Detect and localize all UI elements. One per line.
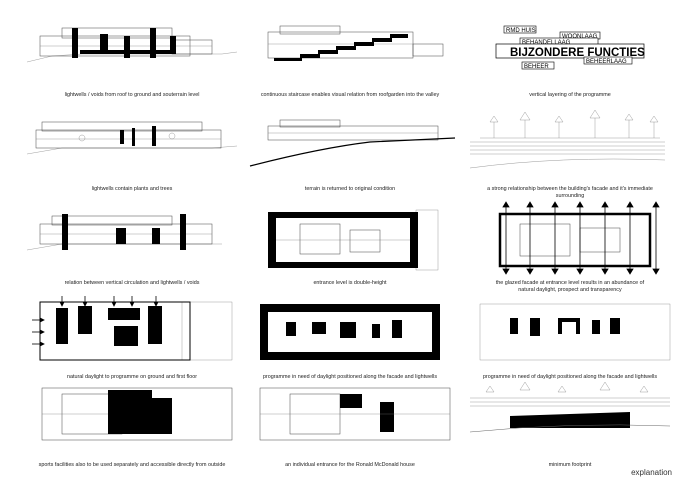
caption: natural daylight to programme on ground … <box>66 374 198 380</box>
plan-with-arrows <box>498 201 660 275</box>
caption: lightwells contain plants and trees <box>91 186 173 192</box>
caption: entrance level is double-height <box>313 280 387 286</box>
plan-with-arrows <box>32 296 233 361</box>
section-drawing <box>249 119 456 167</box>
section-drawing <box>26 27 238 63</box>
diagram-entrance-double-height: entrance level is double-height <box>240 202 460 298</box>
layer-bijzondere-functies: BIJZONDERE FUNCTIES <box>510 47 645 59</box>
section-with-trees <box>469 381 671 433</box>
diagram-lightwells-plants: lightwells contain plants and trees <box>22 108 242 204</box>
diagram-facade-surrounding: a strong relationship between the buildi… <box>460 108 680 204</box>
diagram-lightwells-voids: lightwells / voids from roof to ground a… <box>22 14 242 110</box>
diagram-terrain-returned: terrain is returned to original conditio… <box>240 108 460 204</box>
diagram-sports-facilities: sports facilities also to be used separa… <box>22 384 242 480</box>
diagram-programme-facade-1: programme in need of daylight positioned… <box>240 296 460 392</box>
caption: sports facilities also to be used separa… <box>38 462 226 468</box>
layer-behandellaag: BEHANDELLAAG <box>522 40 571 46</box>
plan-drawing <box>41 387 233 441</box>
section-drawing <box>26 121 238 155</box>
caption: continuous staircase enables visual rela… <box>260 92 440 98</box>
layer-woonlaag: WOONLAAG <box>562 34 598 40</box>
section-with-trees <box>469 109 666 169</box>
caption: programme in need of daylight positioned… <box>262 374 438 380</box>
caption: relation between vertical circulation an… <box>64 280 200 286</box>
diagram-minimum-footprint: minimum footprint <box>460 381 680 480</box>
plan-drawing <box>260 304 440 360</box>
layer-rmd-huis: RMD HUIS <box>506 28 536 34</box>
plan-drawing <box>268 209 439 271</box>
diagram-continuous-staircase: continuous staircase enables visual rela… <box>240 14 460 110</box>
diagram-programme-facade-2: programme in need of daylight positioned… <box>460 296 680 392</box>
section-drawing <box>267 25 444 61</box>
caption: a strong relationship between the buildi… <box>487 186 653 199</box>
caption: vertical layering of the programme <box>529 92 611 98</box>
caption: the glazed facade at entrance level resu… <box>495 280 645 293</box>
section-drawing <box>26 214 222 251</box>
caption: minimum footprint <box>548 462 592 468</box>
plan-drawing <box>479 303 671 361</box>
diagram-daylight-programme: natural daylight to programme on ground … <box>22 296 242 392</box>
page-label: explanation <box>631 468 672 477</box>
diagram-glazed-facade: the glazed facade at entrance level resu… <box>460 201 680 298</box>
diagram-vertical-circulation: relation between vertical circulation an… <box>22 202 242 298</box>
plan-drawing <box>259 387 451 441</box>
caption: an individual entrance for the Ronald Mc… <box>285 462 415 468</box>
layer-beheer: BEHEER <box>524 64 549 70</box>
diagram-vertical-layering: RMD HUIS WOONLAAG BEHANDELLAAG BIJZONDER… <box>460 14 680 110</box>
layer-diagram: RMD HUIS WOONLAAG BEHANDELLAAG BIJZONDER… <box>495 25 645 70</box>
caption: lightwells / voids from roof to ground a… <box>64 92 200 98</box>
caption: programme in need of daylight positioned… <box>482 374 658 380</box>
caption: terrain is returned to original conditio… <box>304 186 396 192</box>
diagram-rmd-entrance: an individual entrance for the Ronald Mc… <box>240 384 460 480</box>
layer-beheerlaag: BEHEERLAAG <box>586 59 627 65</box>
